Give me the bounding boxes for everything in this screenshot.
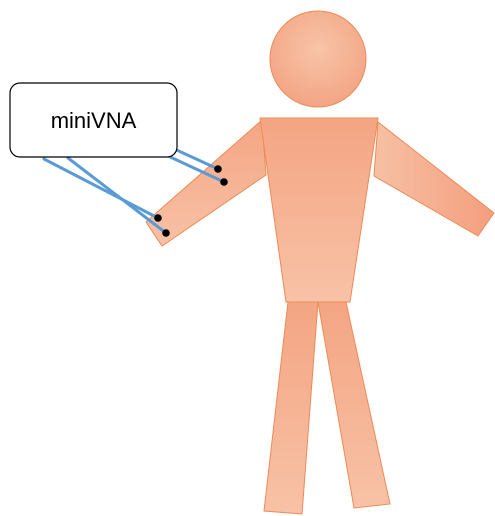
right-leg — [317, 301, 391, 509]
electrodes — [154, 165, 228, 237]
head — [269, 10, 367, 108]
electrode-1 — [214, 165, 222, 173]
human-figure — [145, 10, 495, 515]
electrode-4 — [162, 229, 170, 237]
left-leg — [263, 301, 319, 515]
electrode-3 — [154, 214, 162, 222]
cable-4 — [66, 156, 168, 235]
right-arm — [373, 121, 495, 237]
electrode-2 — [220, 178, 228, 186]
cable-2 — [164, 153, 226, 184]
torso — [259, 117, 379, 303]
electrode-cables — [42, 145, 226, 235]
cable-3 — [42, 157, 160, 220]
device-box-frame — [9, 82, 178, 158]
left-arm — [145, 118, 267, 247]
device-box: miniVNA — [9, 82, 178, 158]
cable-1 — [168, 145, 220, 171]
device-label: miniVNA — [51, 108, 137, 133]
